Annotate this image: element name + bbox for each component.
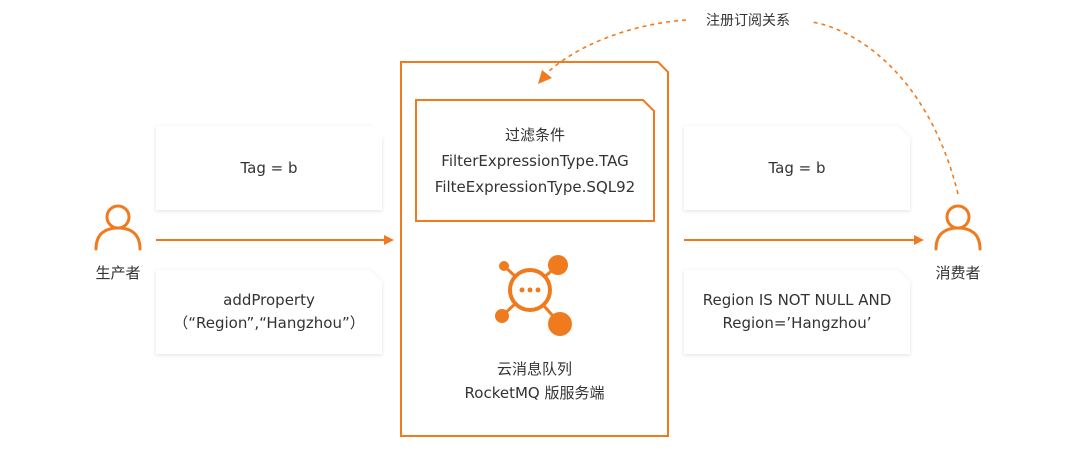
person-icon: [934, 204, 982, 251]
producer-property-card: addProperty （“Region”,“Hangzhou”）: [156, 270, 382, 354]
consumer-label: 消费者: [935, 264, 981, 282]
register-subscription-arrow-tail: [545, 19, 687, 75]
message-hub-icon: [495, 255, 572, 336]
consumer-sql-card-shape: [684, 270, 910, 354]
server-name-line1: 云消息队列: [496, 360, 572, 378]
server-name: 云消息队列 RocketMQ 版服务端: [401, 356, 668, 406]
person-icon: [94, 204, 142, 251]
server-name-line2: RocketMQ 版服务端: [464, 384, 605, 402]
producer-tag-text: Tag = b: [240, 158, 298, 177]
filter-condition-box: [415, 99, 655, 222]
consumer-tag-text: Tag = b: [768, 158, 826, 177]
consumer-sql-card: Region IS NOT NULL AND Region=’Hangzhou’: [684, 270, 910, 354]
filter-type-tag: FilterExpressionType.TAG: [441, 151, 629, 170]
consumer-tag-card-shape: [684, 126, 910, 210]
consumer-sql-line2: Region=’Hangzhou’: [722, 314, 872, 332]
filter-type-sql92: FilteExpressionType.SQL92: [434, 177, 636, 196]
register-arrowhead: [538, 70, 552, 84]
producer-tag-card: Tag = b: [156, 126, 382, 210]
filter-condition-text: 过滤条件 FilterExpressionType.TAG FilteExpre…: [416, 100, 654, 221]
consumer-sql-line1: Region IS NOT NULL AND: [702, 291, 892, 309]
register-subscription-arrow: [811, 21, 959, 195]
producer-property-line2: （“Region”,“Hangzhou”）: [173, 314, 365, 332]
producer-property-line1: addProperty: [223, 291, 315, 309]
producer-label: 生产者: [95, 264, 141, 282]
consumer-tag-card: Tag = b: [684, 126, 910, 210]
filter-condition-title: 过滤条件: [504, 125, 565, 144]
register-subscription-label: 注册订阅关系: [686, 10, 810, 32]
producer-property-card-shape: [156, 270, 382, 354]
